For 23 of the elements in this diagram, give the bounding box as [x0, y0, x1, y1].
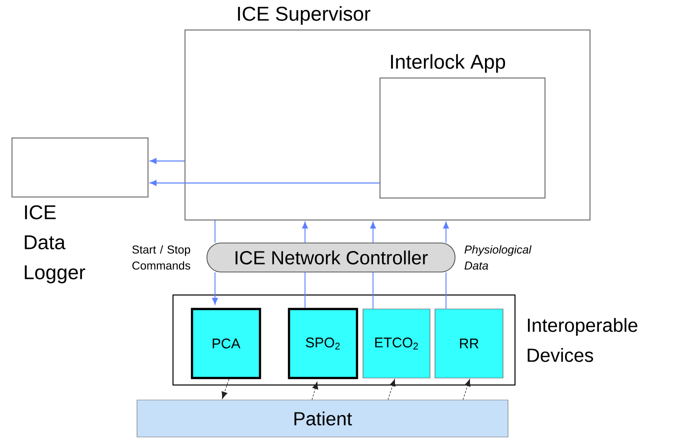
arrow	[388, 379, 396, 400]
node-label: ICE Supervisor	[238, 6, 370, 25]
arrow	[443, 222, 449, 244]
node-label: Physiological Data	[464, 245, 532, 270]
patient-band: Patient	[136, 400, 508, 438]
node-label: Start / Stop Commands	[132, 245, 190, 270]
controller-pill: Start / Stop Commands ICE Network Controller Physiological Data	[132, 242, 532, 272]
device-box: RR	[434, 308, 504, 378]
app-box: Interlock App	[380, 54, 546, 198]
arrow	[312, 382, 318, 400]
node-label: Interlock App	[391, 54, 506, 73]
node-label: Interoperable Devices	[528, 318, 638, 362]
arrow	[370, 222, 376, 244]
device-box: PCA	[190, 308, 262, 380]
node-label: ICE Data Logger	[24, 205, 86, 284]
arrow	[212, 272, 218, 305]
arrow	[462, 379, 470, 400]
arrow	[222, 378, 230, 399]
arrow	[302, 222, 308, 244]
arrow	[150, 158, 185, 164]
arrow	[150, 180, 380, 186]
device-box: SPO$_{2}$	[288, 308, 358, 380]
device-box: ETCO$_{2}$	[362, 308, 430, 378]
